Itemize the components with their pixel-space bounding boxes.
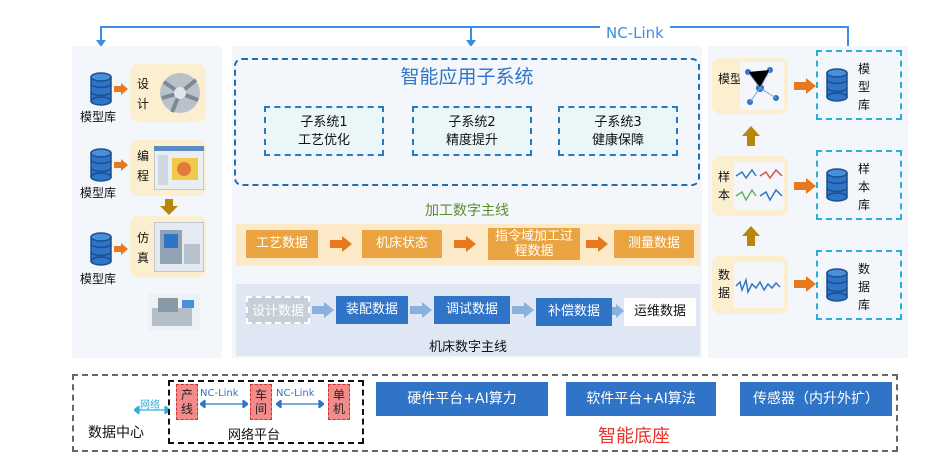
subsystem-2: 子系统2 精度提升 [412, 106, 532, 156]
subsystem-3-name: 子系统3 [594, 115, 642, 130]
stage-label: 仿真 [137, 231, 150, 265]
right-card-label: 模型 [718, 72, 743, 86]
model-graph-image [740, 62, 784, 110]
right-db-label: 模型库 [858, 62, 871, 112]
subsystem-3: 子系统3 健康保障 [558, 106, 678, 156]
machine-step: 补偿数据 [536, 298, 612, 326]
machine-thread-title: 机床数字主线 [428, 340, 507, 355]
machine-tool-image [148, 294, 200, 330]
app-subsystem-box [234, 58, 700, 186]
sensor-box: 传感器（内升外扩） [740, 382, 892, 416]
arrow-right-icon [330, 236, 352, 252]
network-cell: 车间 [250, 384, 272, 420]
right-db-label: 数据库 [858, 262, 871, 312]
arrow-right-icon [114, 83, 128, 95]
subsystem-2-name: 子系统2 [448, 115, 496, 130]
network-small-label: 网络 [140, 400, 160, 411]
database-icon [826, 268, 848, 302]
process-step: 指令域加工过程数据 [488, 228, 580, 260]
arrow-right-icon [794, 78, 816, 94]
double-arrow-icon [134, 406, 170, 414]
subsystem-1-name: 子系统1 [300, 115, 348, 130]
database-icon [90, 72, 112, 106]
nclink-label: NC-Link [200, 388, 239, 399]
app-subsystem-title: 智能应用子系统 [400, 66, 534, 88]
arrow-down-icon [466, 40, 476, 47]
subsystem-2-desc: 精度提升 [445, 133, 498, 148]
right-card-label: 数据 [718, 268, 731, 300]
arrow-right-icon [612, 304, 624, 318]
process-step: 工艺数据 [246, 230, 318, 258]
network-platform-label: 网络平台 [228, 428, 281, 443]
nclink-top-label: NC-Link [600, 24, 670, 42]
right-db-box [816, 50, 902, 120]
arrow-right-icon [114, 243, 128, 255]
impeller-image [160, 73, 200, 113]
arrow-right-icon [586, 236, 608, 252]
right-card-label: 样本 [718, 170, 731, 202]
arrow-up-icon [742, 126, 760, 146]
hardware-platform-box: 硬件平台+AI算力 [376, 382, 548, 416]
arrow-down-icon [160, 199, 178, 215]
double-arrow-icon [200, 400, 248, 408]
arrow-right-icon [512, 302, 534, 318]
right-db-box [816, 250, 902, 320]
stage-label: 编程 [137, 149, 150, 183]
left-db-label: 模型库 [80, 186, 117, 200]
arrow-right-icon [312, 302, 334, 318]
process-thread-title: 加工数字主线 [425, 203, 509, 219]
right-db-box [816, 150, 902, 220]
machine-step: 运维数据 [624, 298, 696, 326]
subsystem-3-desc: 健康保障 [591, 133, 644, 148]
data-center-label: 数据中心 [88, 425, 144, 441]
nclink-right-drop [847, 26, 849, 46]
database-icon [826, 168, 848, 202]
machine-step: 装配数据 [336, 296, 408, 324]
data-waveform-image [734, 262, 784, 308]
double-arrow-icon [276, 400, 324, 408]
left-db-label: 模型库 [80, 110, 117, 124]
database-icon [90, 232, 112, 266]
nclink-top-line [100, 26, 848, 28]
process-step: 机床状态 [362, 230, 442, 258]
arrow-right-icon [454, 236, 476, 252]
arrow-right-icon [794, 276, 816, 292]
smart-base-title: 智能底座 [598, 426, 670, 447]
stage-label: 设计 [137, 77, 150, 111]
sample-signal-image [734, 162, 784, 210]
arrow-right-icon [410, 302, 432, 318]
arrow-right-icon [794, 178, 816, 194]
arrow-up-icon [742, 226, 760, 246]
subsystem-1-desc: 工艺优化 [297, 133, 350, 148]
process-step: 测量数据 [614, 230, 694, 258]
left-db-label: 模型库 [80, 272, 117, 286]
right-db-label: 样本库 [858, 162, 871, 212]
network-platform-box [168, 380, 364, 444]
cam-software-image [154, 146, 204, 190]
simulation-image [154, 222, 204, 272]
nclink-left-drop [100, 26, 102, 42]
database-icon [826, 68, 848, 102]
machine-step: 调试数据 [434, 296, 510, 324]
network-cell: 单机 [328, 384, 350, 420]
network-cell: 产线 [176, 384, 198, 420]
arrow-down-icon [96, 40, 106, 47]
database-icon [90, 148, 112, 182]
machine-step-design: 设计数据 [246, 296, 310, 324]
nclink-label: NC-Link [276, 388, 315, 399]
subsystem-1: 子系统1 工艺优化 [264, 106, 384, 156]
software-platform-box: 软件平台+AI算法 [566, 382, 716, 416]
arrow-right-icon [114, 159, 128, 171]
nclink-mid-drop [470, 26, 472, 42]
